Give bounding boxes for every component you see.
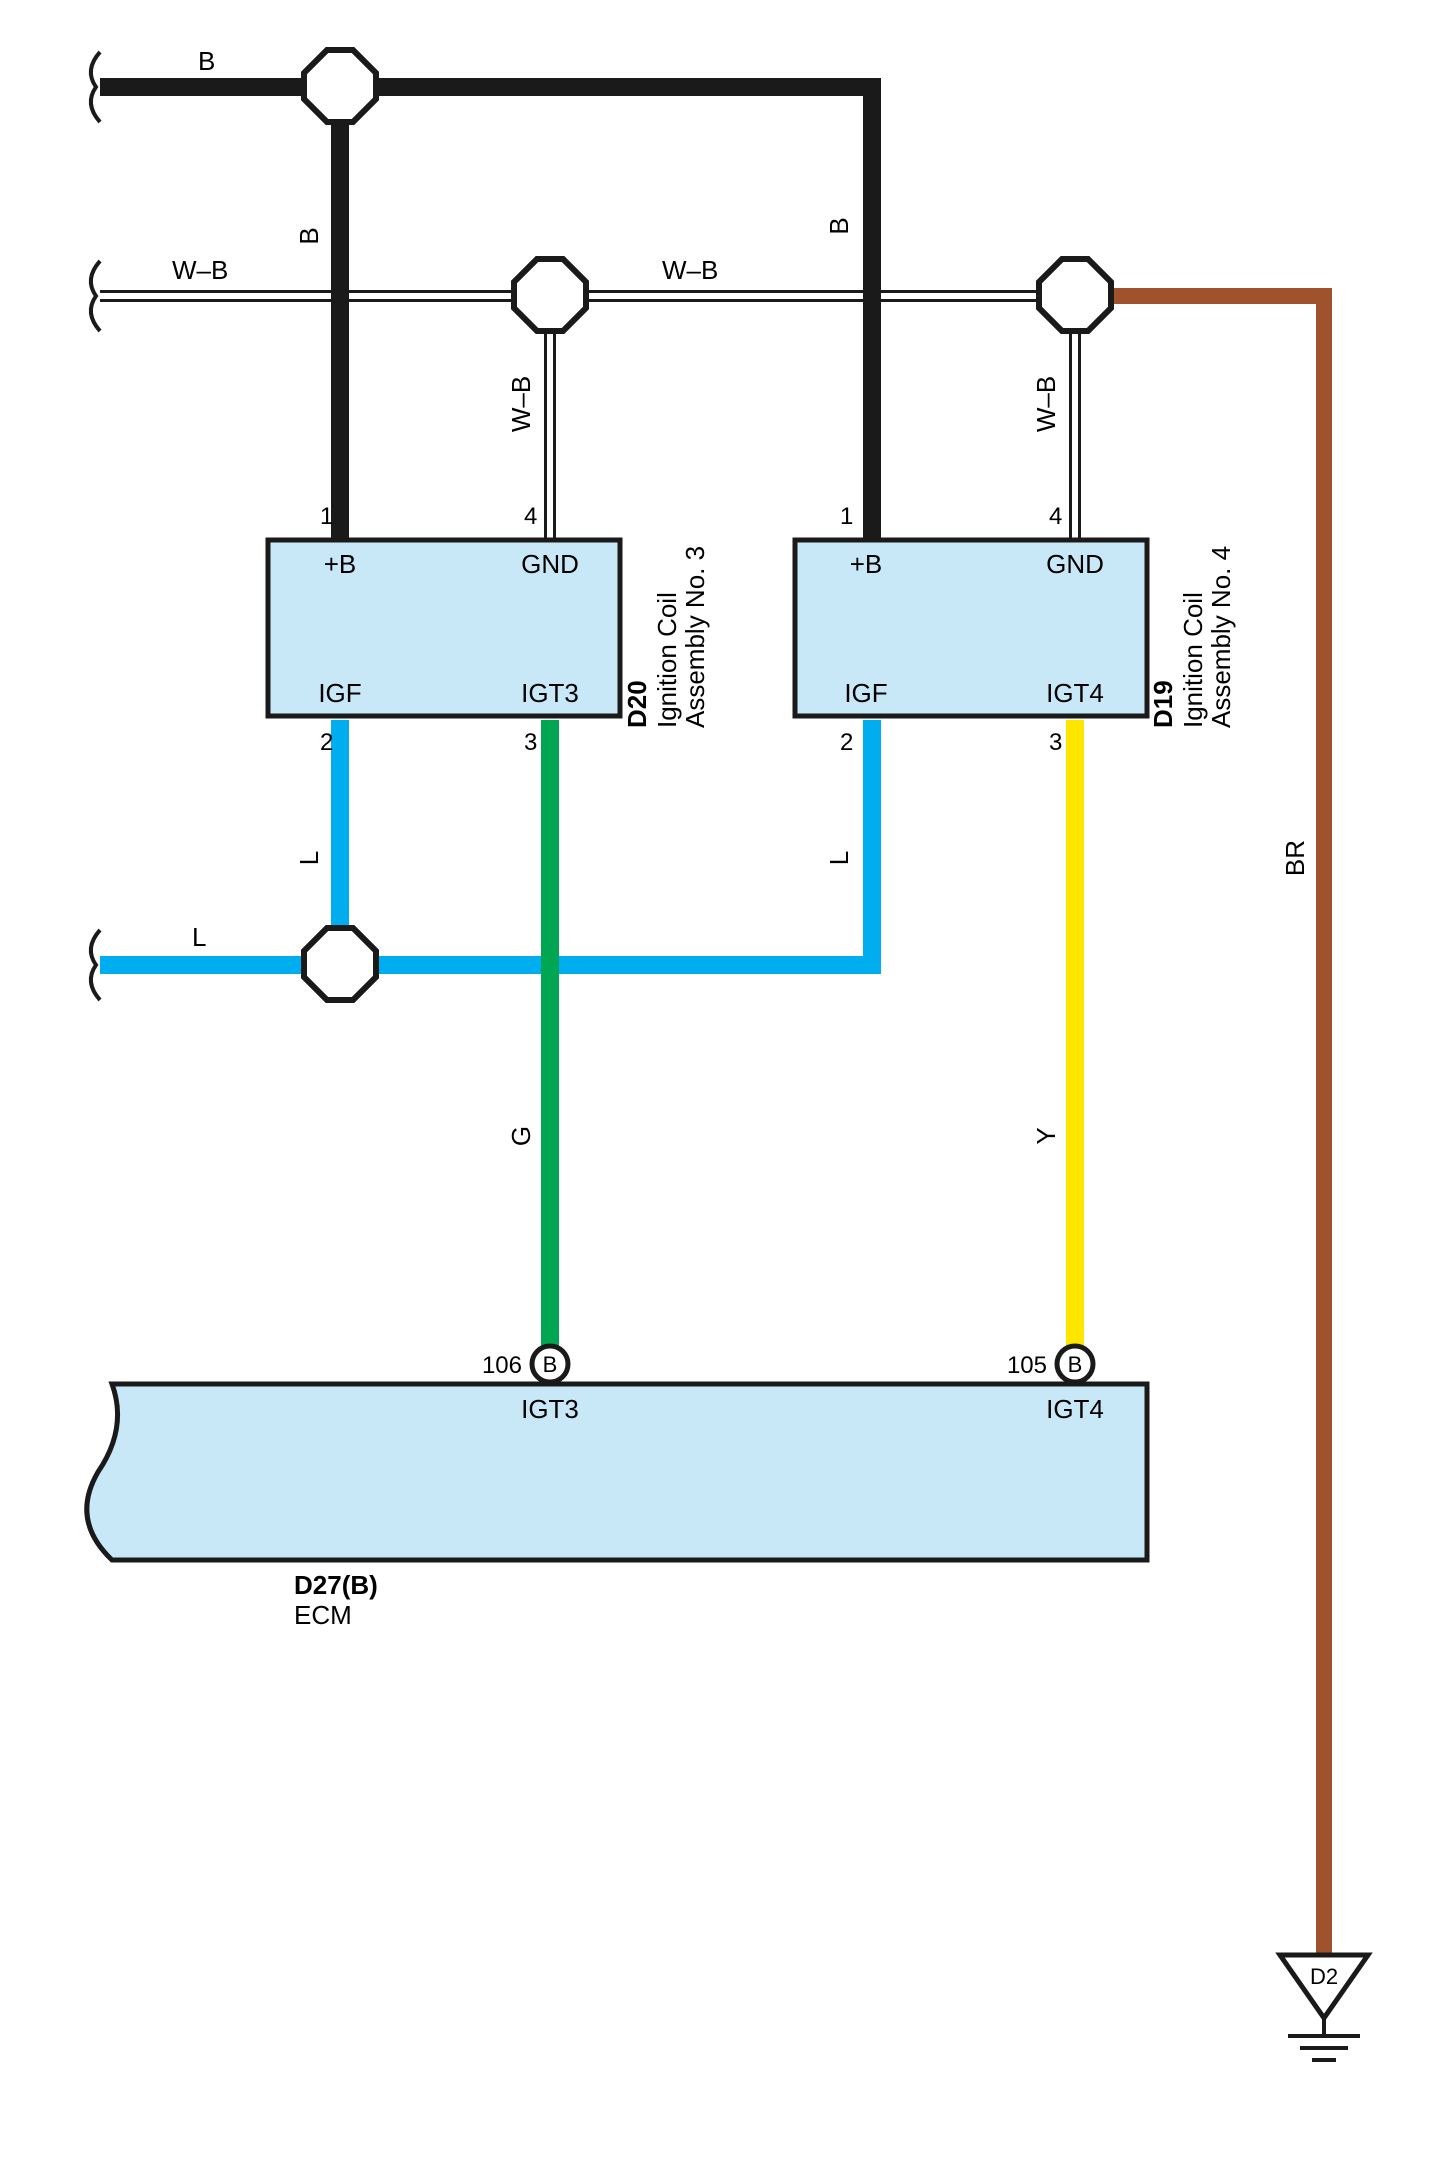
ecm-box [84,1381,1150,1563]
component-ecm: B B 106 105 IGT3 IGT4 D27(B) ECM [84,1343,1150,1630]
coil3-pin-num-plus-b: 1 [320,503,333,530]
ground-id: D2 [1310,1964,1338,1989]
ecm-name: ECM [294,1600,352,1630]
coil4-box [792,537,1150,719]
wire-label-wb-coil3: W–B [506,376,536,432]
junction-b [301,47,379,125]
coil3-pin-gnd: GND [521,549,579,579]
coil4-pin-plus-b: +B [850,549,883,579]
coil4-pin-gnd: GND [1046,549,1104,579]
wire-break-wb [88,259,102,333]
coil4-pin-igt: IGT4 [1046,678,1104,708]
wire-label-b-coil3: B [294,227,324,244]
wire-break-l [88,928,102,1002]
coil3-pin-num-igt: 3 [524,729,537,756]
coil3-box [265,537,623,719]
wire-b-main [100,78,881,540]
wire-label-y: Y [1031,1127,1061,1144]
coil4-name: Ignition Coil [1178,592,1208,728]
junctions [301,47,1114,1003]
ground-d2: D2 [1275,1952,1373,2062]
ecm-id: D27(B) [294,1570,378,1600]
wire-label-b-top: B [198,46,215,76]
wire-label-l-coil3: L [294,851,324,865]
junction-l [301,925,379,1003]
junction-wb-1 [511,256,589,334]
coil4-name2: Assembly No. 4 [1206,546,1236,728]
ecm-connector-igt4 [1054,1343,1096,1385]
coil3-name: Ignition Coil [652,592,682,728]
ecm-pin-num-igt3: 106 [482,1352,522,1379]
component-coil-d19: 1 4 2 3 +B GND IGF IGT4 D19 Ignition Coi… [792,503,1236,756]
ecm-pin-igt4: IGT4 [1046,1394,1104,1424]
coil3-pin-igf: IGF [318,678,361,708]
coil4-pin-num-igf: 2 [840,729,853,756]
wire-label-l-left: L [192,922,206,952]
wire-label-wb-coil4: W–B [1031,376,1061,432]
wire-label-b-coil4: B [824,217,854,234]
ecm-pin-num-igt4: 105 [1007,1352,1047,1379]
wire-label-wb-mid: W–B [662,255,718,285]
coil4-id: D19 [1148,680,1178,728]
coil3-name2: Assembly No. 3 [680,546,710,728]
junction-wb-2 [1036,256,1114,334]
coil3-pin-igt: IGT3 [521,678,579,708]
coil4-pin-num-igt: 3 [1049,729,1062,756]
ground-triangle-icon [1275,1952,1373,2023]
coil3-pin-plus-b: +B [324,549,357,579]
wire-labels: B B B W–B W–B W–B W–B L L L G Y BR [172,46,1310,1146]
ecm-connector-igt4-letter: B [1068,1352,1083,1377]
wire-label-g: G [506,1126,536,1146]
ecm-pin-igt3: IGT3 [521,1394,579,1424]
wire-l-group [88,720,881,1002]
coil3-pin-num-gnd: 4 [524,503,537,530]
ecm-connector-igt3-letter: B [543,1352,558,1377]
wire-label-wb-left: W–B [172,255,228,285]
coil3-pin-num-igf: 2 [320,729,333,756]
wire-l-main [100,720,881,974]
coil4-pin-num-plus-b: 1 [840,503,853,530]
wire-br [1075,288,1332,1955]
coil4-pin-num-gnd: 4 [1049,503,1062,530]
coil3-id: D20 [622,680,652,728]
component-coil-d20: 1 4 2 3 +B GND IGF IGT3 D20 Ignition Coi… [265,503,710,756]
wire-break-b [88,50,102,124]
coil4-pin-igf: IGF [844,678,887,708]
wire-label-l-coil4: L [824,851,854,865]
wire-label-br: BR [1280,840,1310,876]
ecm-connector-igt3 [529,1343,571,1385]
